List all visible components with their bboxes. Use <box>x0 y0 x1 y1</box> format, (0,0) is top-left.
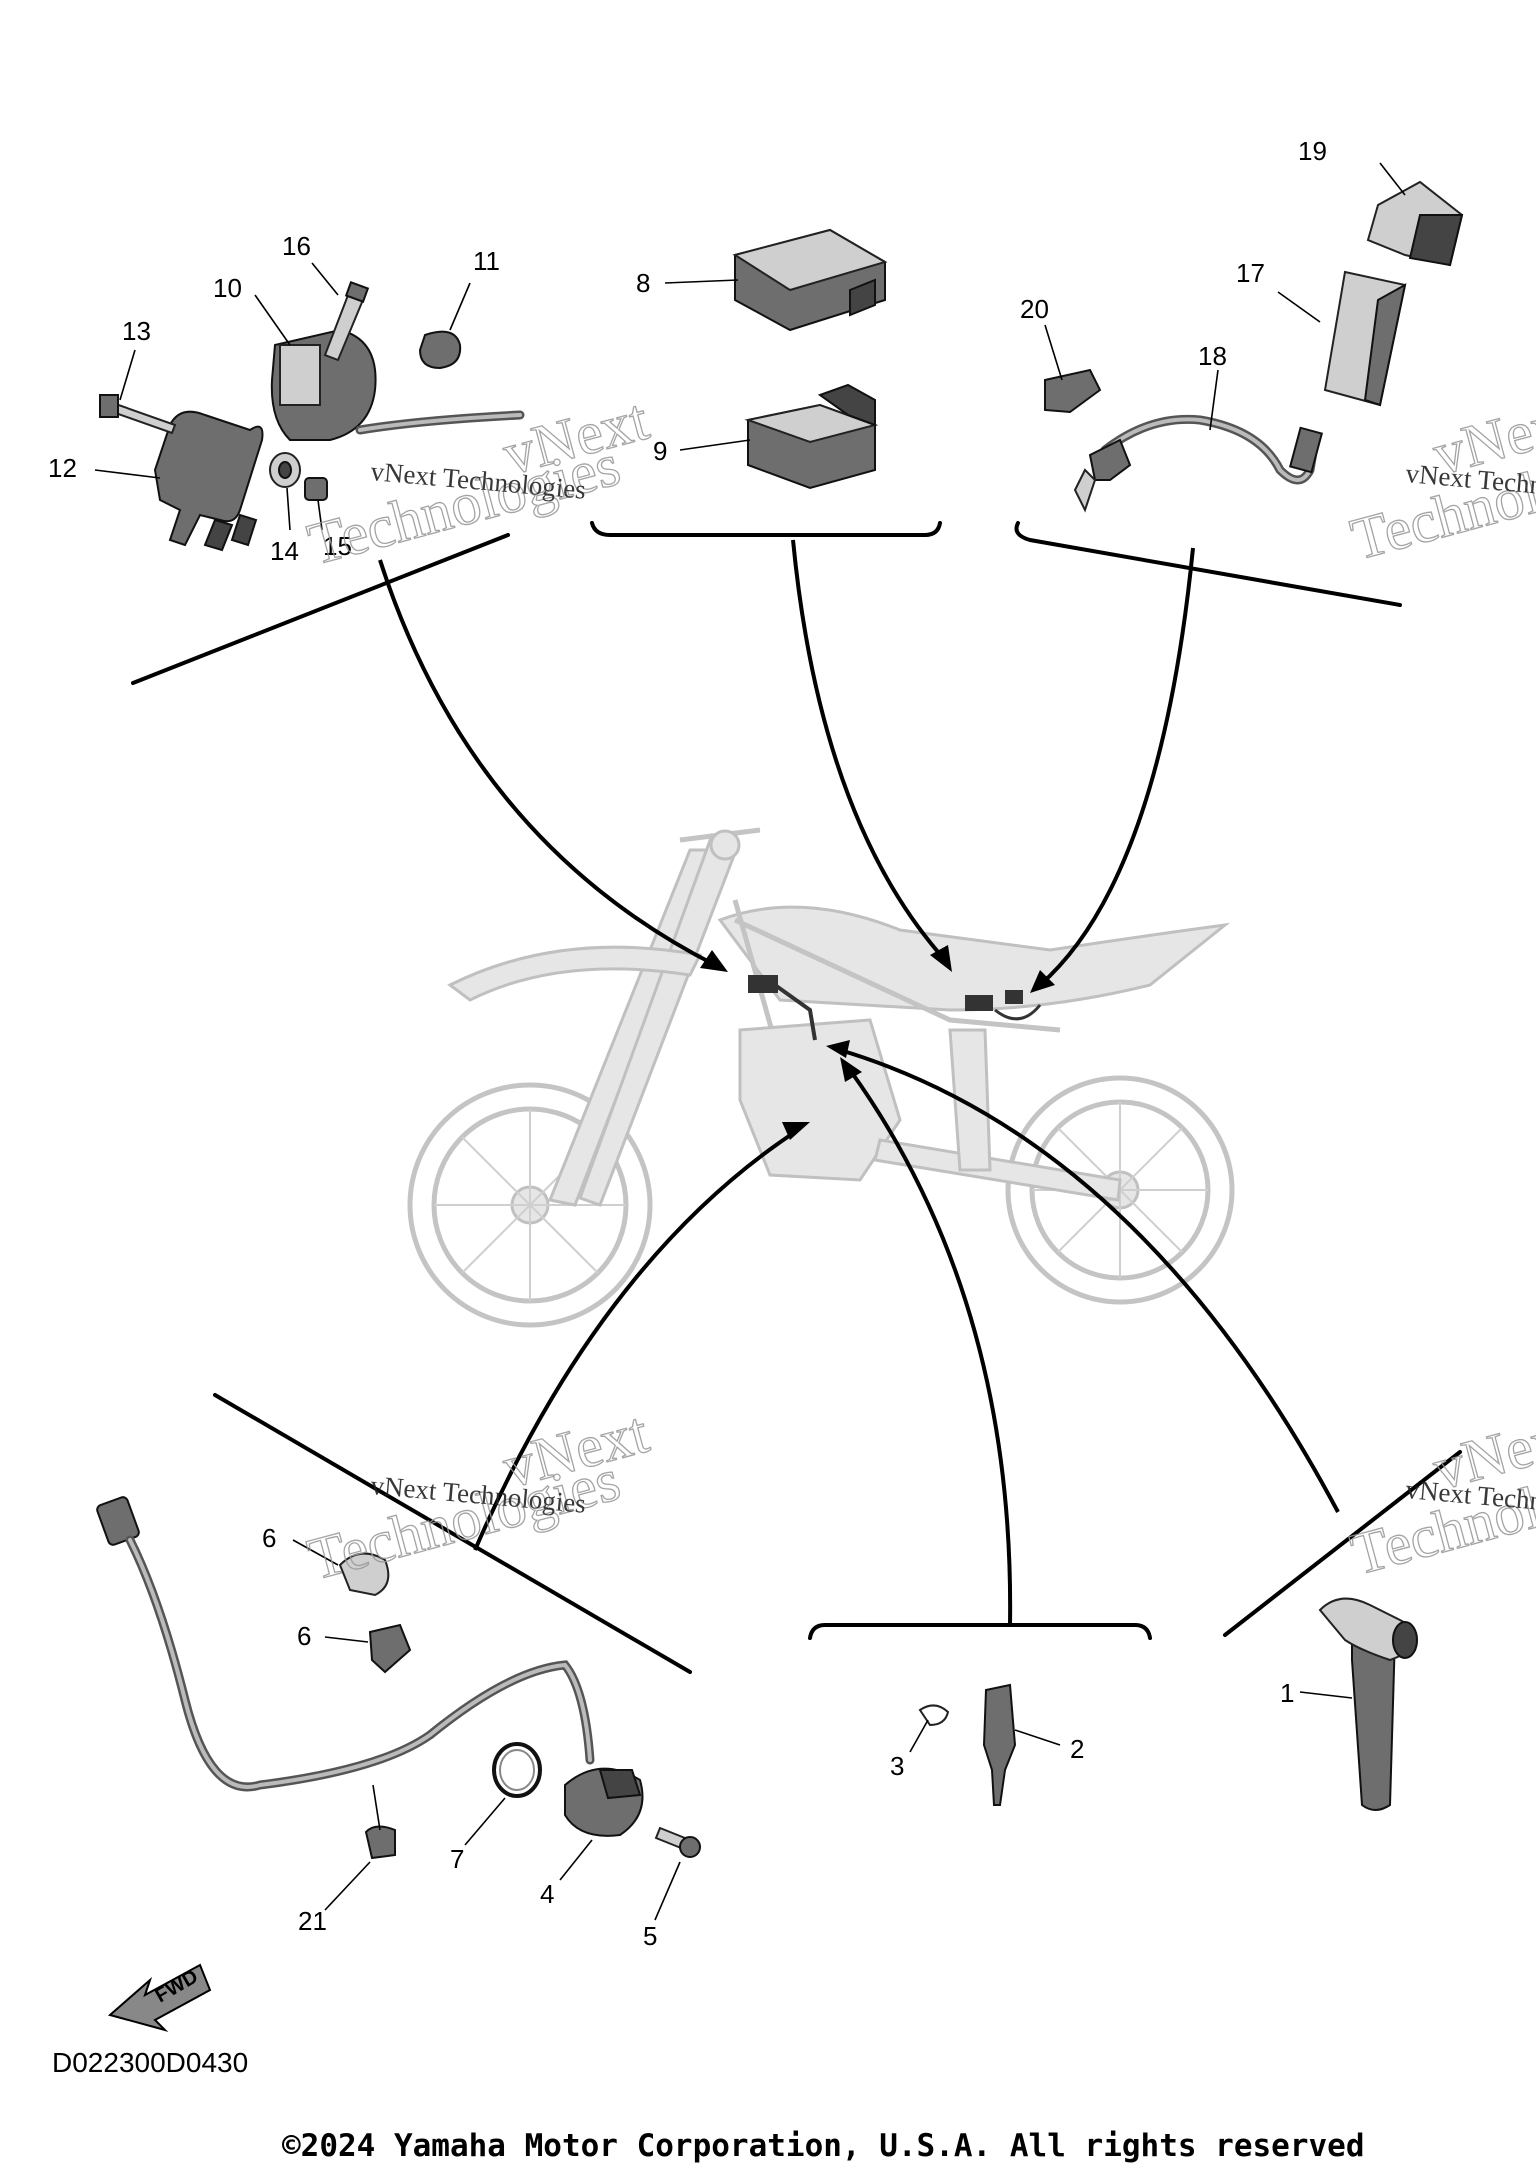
group-brackets <box>131 521 1462 1674</box>
callout-15: 15 <box>323 531 352 561</box>
callout-1: 1 <box>1280 1678 1294 1708</box>
motorcycle-illustration <box>407 827 1235 1328</box>
callout-10: 10 <box>213 273 242 303</box>
clamp-part <box>368 1623 412 1674</box>
callout-9: 9 <box>653 436 667 466</box>
callout-11: 11 <box>473 246 500 276</box>
callout-21: 21 <box>298 1906 327 1936</box>
callout-3: 3 <box>890 1751 904 1781</box>
callout-19: 19 <box>1298 136 1327 166</box>
throttle-grip-part <box>1351 1618 1397 1811</box>
watermark-technologies: Technologies <box>301 1446 626 1592</box>
watermark-technologies: Technologies <box>301 431 626 577</box>
forward-direction-icon: FWD <box>107 1963 212 2032</box>
o-ring-part <box>492 1742 542 1798</box>
callout-7: 7 <box>450 1844 464 1874</box>
temp-sensor-part <box>982 1683 1017 1806</box>
callout-6a: 6 <box>262 1523 276 1553</box>
callout-6b: 6 <box>297 1621 311 1651</box>
clamp-part <box>338 1552 390 1597</box>
callout-labels: 1 2 3 4 5 6 6 7 8 9 10 11 12 13 14 15 16… <box>48 136 1327 1951</box>
group-ecu <box>732 228 888 490</box>
callout-20: 20 <box>1020 294 1049 324</box>
callout-14: 14 <box>270 536 299 566</box>
diagram-code: D022300D0430 <box>52 2047 249 2078</box>
callout-8: 8 <box>636 268 650 298</box>
group-battery-area <box>1044 180 1464 513</box>
callout-12: 12 <box>48 453 77 483</box>
callout-2: 2 <box>1070 1734 1084 1764</box>
group-crank-sensor <box>96 1496 701 1860</box>
leader-arrows <box>378 539 1340 1626</box>
group-temp-sensor <box>918 1683 1017 1806</box>
callout-16: 16 <box>282 231 311 261</box>
clip-part <box>364 1825 396 1860</box>
callout-18: 18 <box>1198 341 1227 371</box>
o-ring-small-part <box>918 1704 950 1727</box>
callout-13: 13 <box>122 316 151 346</box>
part-20 <box>1044 368 1102 414</box>
bracket-part <box>153 410 264 547</box>
callout-leaders <box>94 162 1406 1921</box>
group-throttle-grip <box>1318 1597 1418 1811</box>
callout-17: 17 <box>1236 258 1265 288</box>
callout-5: 5 <box>643 1921 657 1951</box>
copyright-notice: ©2024 Yamaha Motor Corporation, U.S.A. A… <box>282 2128 1365 2164</box>
callout-4: 4 <box>540 1879 554 1909</box>
group-ignition-coil <box>99 281 525 552</box>
